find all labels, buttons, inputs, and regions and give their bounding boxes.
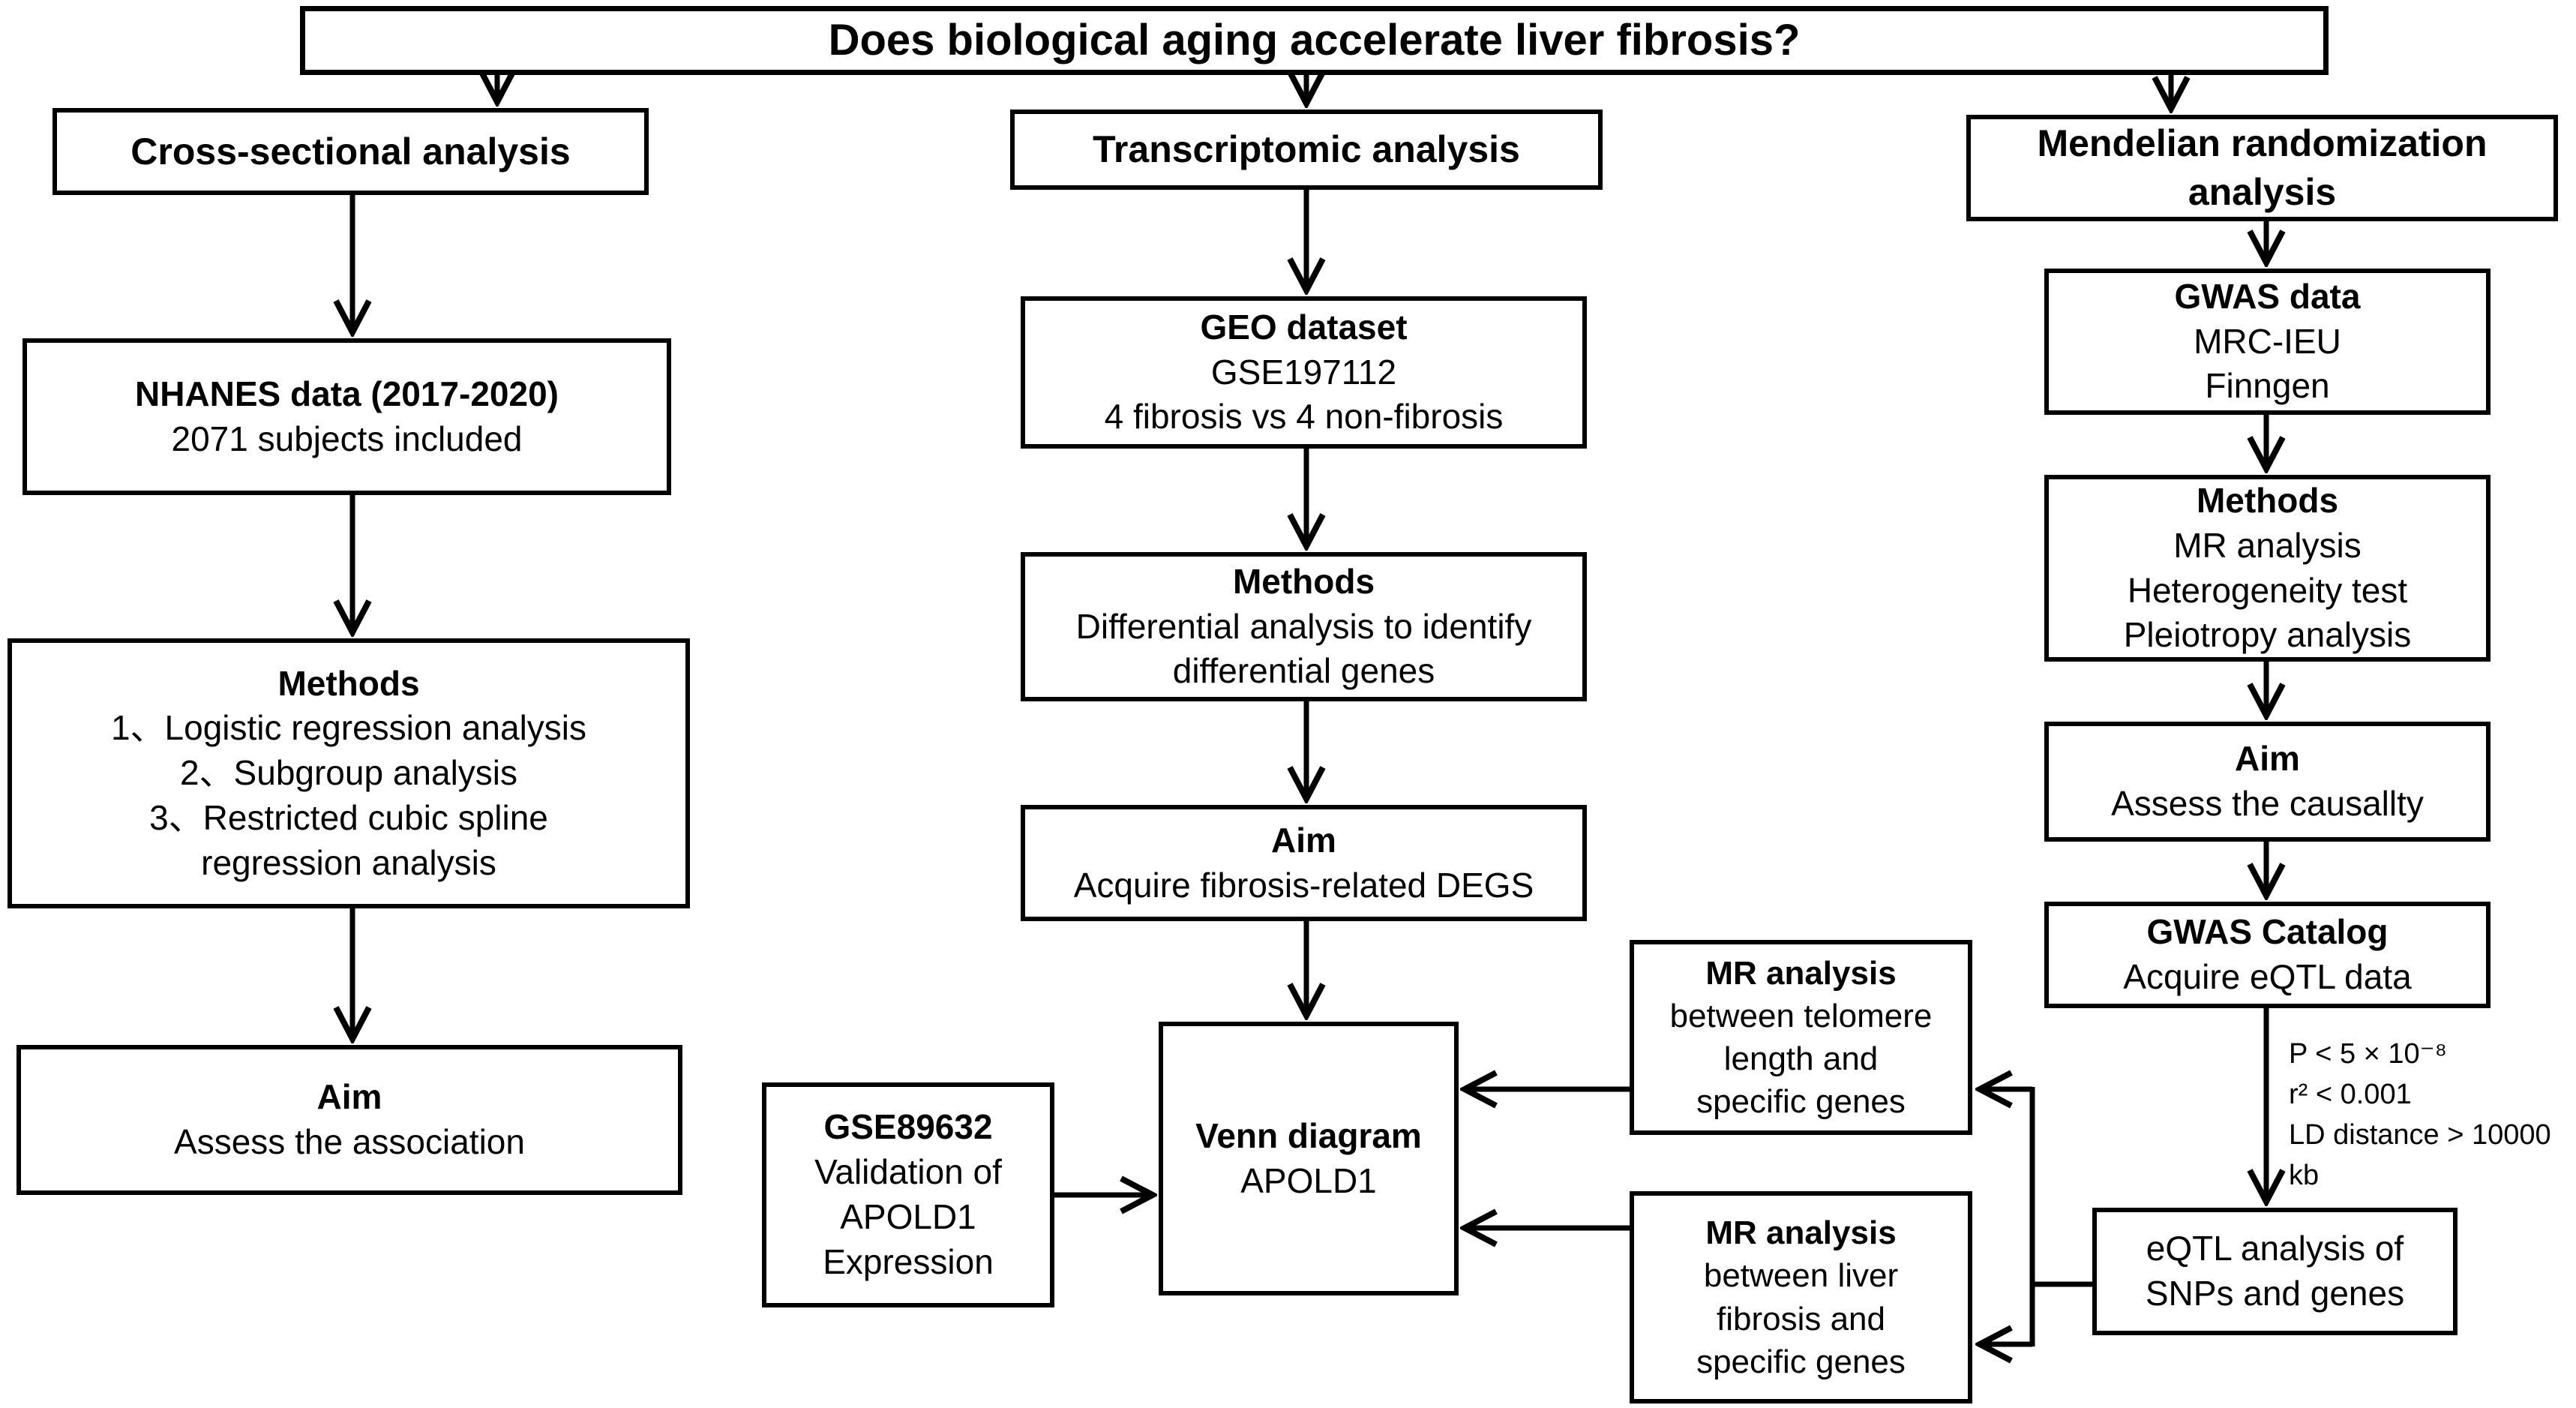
validation-line: Validation of (814, 1152, 1002, 1192)
gwas-data-title: GWAS data (2174, 276, 2361, 316)
venn-title: Venn diagram (1195, 1115, 1422, 1155)
mr-liver-box: MR analysis between liver fibrosis and s… (1630, 1191, 1972, 1403)
mr-telomere-line: length and (1723, 1040, 1879, 1077)
nhanes-line: 2071 subjects included (171, 419, 523, 458)
methods-item: 3、Restricted cubic spline (149, 797, 548, 837)
geo-line: GSE197112 (1210, 352, 1397, 392)
nhanes-data-box: NHANES data (2017-2020) 2071 subjects in… (22, 338, 671, 495)
mendelian-methods-box: Methods MR analysis Heterogeneity test P… (2044, 475, 2491, 662)
transcriptomic-methods-box: Methods Differential analysis to identif… (1021, 552, 1587, 701)
validation-line: Expression (823, 1241, 994, 1281)
mendelian-header-line: Mendelian randomization (2037, 122, 2488, 164)
aim-line: Assess the association (174, 1122, 525, 1161)
mr-telomere-box: MR analysis between telomere length and … (1630, 940, 1972, 1135)
aim-line: Acquire fibrosis-related DEGS (1073, 865, 1534, 905)
aim-title: Aim (316, 1077, 382, 1117)
mr-telomere-line: specific genes (1696, 1083, 1906, 1121)
eqtl-line: SNPs and genes (2145, 1274, 2405, 1313)
geo-line: 4 fibrosis vs 4 non-fibrosis (1104, 397, 1504, 437)
mr-liver-line: fibrosis and (1716, 1300, 1885, 1337)
methods-line: Differential analysis to identify (1075, 606, 1532, 646)
validation-title: GSE89632 (823, 1107, 993, 1147)
aim-title: Aim (2235, 739, 2300, 779)
gwas-data-box: GWAS data MRC-IEU Finngen (2044, 269, 2491, 415)
methods-title: Methods (1232, 561, 1375, 601)
mr-telomere-line: between telomere (1669, 997, 1933, 1034)
mendelian-header-line: analysis (2188, 171, 2337, 213)
mr-liver-line: between liver (1703, 1257, 1899, 1295)
cross-sectional-methods-box: Methods 1、Logistic regression analysis 2… (7, 638, 690, 908)
methods-item: 1、Logistic regression analysis (110, 708, 587, 748)
mr-liver-title: MR analysis (1705, 1214, 1897, 1252)
mendelian-header-box: Mendelian randomization analysis (1966, 115, 2558, 221)
cross-sectional-header: Cross-sectional analysis (130, 130, 571, 173)
gwas-catalog-box: GWAS Catalog Acquire eQTL data (2044, 902, 2491, 1008)
methods-title: Methods (277, 663, 420, 703)
filter-line: r² < 0.001 (2289, 1079, 2412, 1110)
filter-line: P < 5 × 10⁻⁸ (2289, 1038, 2447, 1070)
title-box: Does biological aging accelerate liver f… (300, 6, 2329, 75)
gwas-data-line: MRC-IEU (2194, 321, 2341, 361)
methods-line: Heterogeneity test (2127, 570, 2408, 610)
methods-item: 2、Subgroup analysis (179, 753, 518, 793)
validation-line: APOLD1 (840, 1197, 976, 1236)
gwas-catalog-line: Acquire eQTL data (2123, 957, 2412, 996)
methods-title: Methods (2196, 480, 2339, 520)
methods-line: differential genes (1172, 651, 1435, 691)
methods-item: regression analysis (201, 842, 496, 882)
gwas-data-line: Finngen (2205, 366, 2330, 406)
gwas-catalog-title: GWAS Catalog (2146, 912, 2389, 952)
gse89632-validation-box: GSE89632 Validation of APOLD1 Expression (762, 1082, 1054, 1307)
geo-dataset-box: GEO dataset GSE197112 4 fibrosis vs 4 no… (1021, 296, 1587, 449)
venn-line: APOLD1 (1240, 1160, 1377, 1200)
nhanes-title: NHANES data (2017-2020) (134, 374, 559, 413)
snp-filter-note: P < 5 × 10⁻⁸ r² < 0.001 LD distance > 10… (2289, 1034, 2576, 1196)
mendelian-aim-box: Aim Assess the causallty (2044, 722, 2491, 842)
geo-title: GEO dataset (1200, 307, 1408, 347)
transcriptomic-header: Transcriptomic analysis (1093, 128, 1520, 170)
filter-line: LD distance > 10000 kb (2289, 1119, 2551, 1191)
aim-title: Aim (1271, 820, 1336, 860)
mr-liver-line: specific genes (1696, 1343, 1906, 1380)
methods-line: Pleiotropy analysis (2123, 615, 2412, 655)
eqtl-analysis-box: eQTL analysis of SNPs and genes (2092, 1208, 2458, 1335)
methods-line: MR analysis (2173, 525, 2362, 565)
transcriptomic-header-box: Transcriptomic analysis (1010, 110, 1603, 190)
venn-diagram-box: Venn diagram APOLD1 (1159, 1022, 1459, 1295)
transcriptomic-aim-box: Aim Acquire fibrosis-related DEGS (1021, 805, 1587, 921)
cross-sectional-header-box: Cross-sectional analysis (52, 108, 649, 195)
figure-title: Does biological aging accelerate liver f… (828, 16, 1801, 65)
mr-telomere-title: MR analysis (1705, 954, 1897, 992)
eqtl-line: eQTL analysis of (2146, 1229, 2404, 1268)
cross-sectional-aim-box: Aim Assess the association (16, 1045, 682, 1195)
aim-line: Assess the causallty (2111, 784, 2424, 823)
